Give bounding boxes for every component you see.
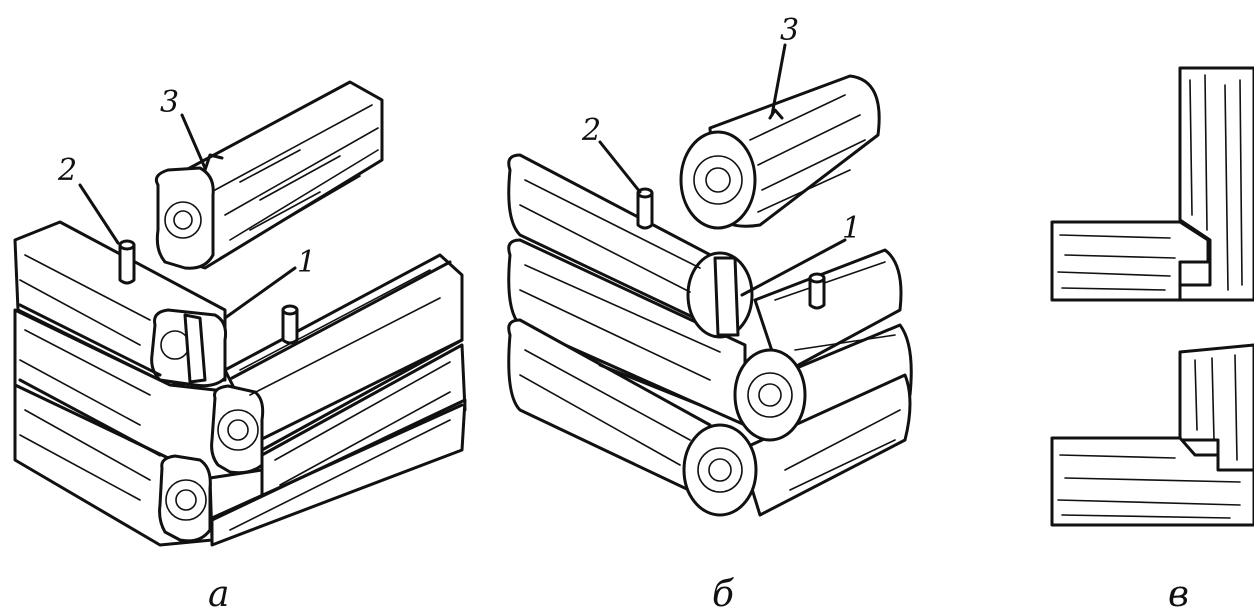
panel-a-leader-1 <box>223 266 297 320</box>
panel-c-caption: в <box>1168 574 1189 614</box>
panel-c: в <box>1050 66 1254 614</box>
panel-a-callout-3: 3 <box>160 85 179 120</box>
panel-a: 1 2 3 а <box>13 80 467 614</box>
panel-b-callout-2: 2 <box>581 113 601 148</box>
panel-b-callout-3: 3 <box>780 13 799 48</box>
panel-a-top-beam <box>154 80 384 270</box>
panel-a-dowel-right <box>281 304 299 345</box>
panel-b: 1 2 3 б <box>507 13 913 614</box>
panel-a-leader-3 <box>180 113 207 170</box>
panel-b-caption: б <box>712 574 735 614</box>
panel-b-log-stack <box>507 153 913 517</box>
panel-a-callout-2: 2 <box>57 153 77 188</box>
panel-b-callout-1: 1 <box>842 211 861 246</box>
panel-b-leader-2 <box>598 140 642 194</box>
panel-a-leader-2 <box>78 183 120 245</box>
panel-a-dowel-left <box>118 239 136 285</box>
panel-a-callout-1: 1 <box>297 245 316 280</box>
panel-b-dowel-right <box>808 272 826 310</box>
panel-c-lower-joint <box>1050 343 1254 527</box>
panel-b-dowel-left <box>636 187 654 230</box>
panel-b-leader-1 <box>740 238 847 297</box>
panel-c-upper-joint <box>1050 66 1254 302</box>
panel-b-top-log <box>679 74 881 230</box>
panel-b-leader-3 <box>770 43 787 117</box>
panel-a-log-stack <box>13 220 467 547</box>
panel-a-caption: а <box>208 574 229 614</box>
